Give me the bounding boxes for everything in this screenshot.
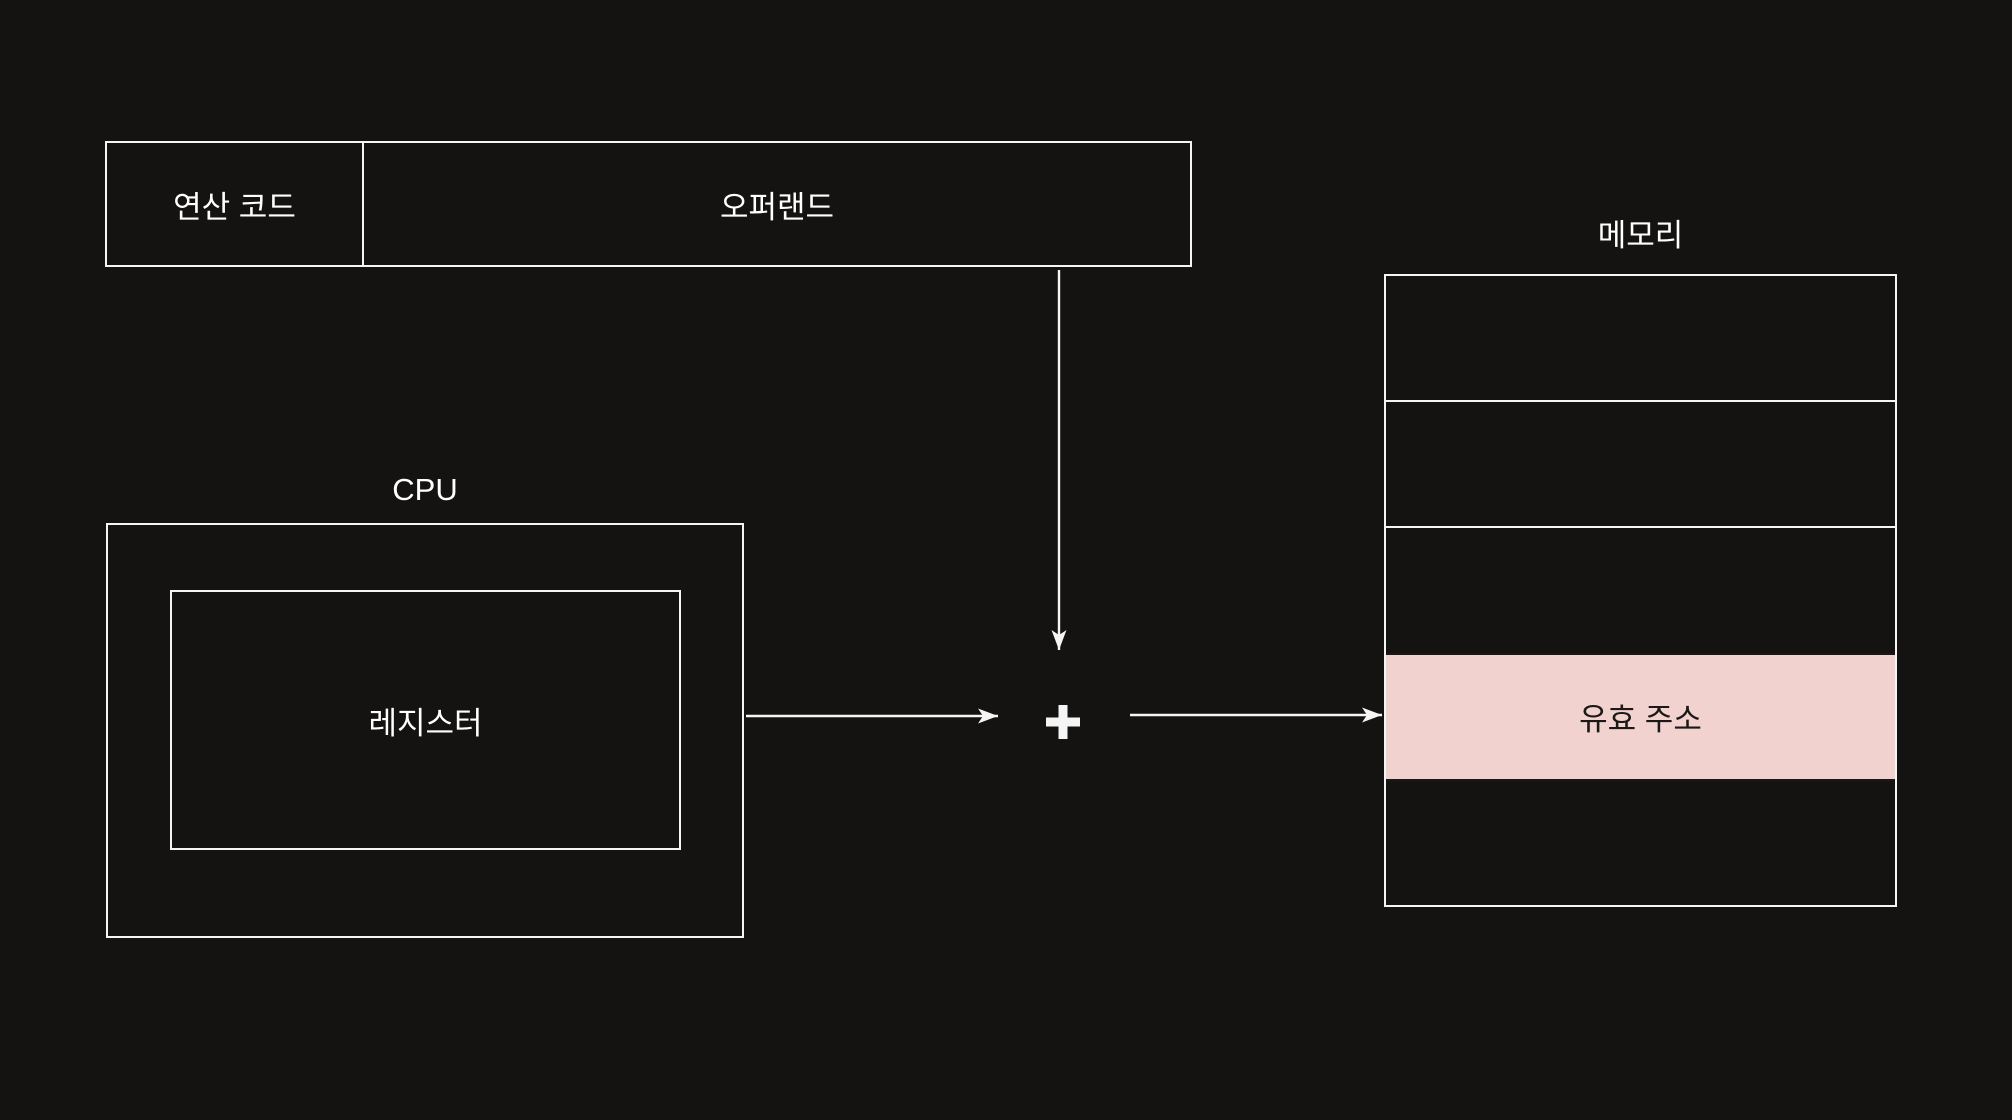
- opcode-label: 연산 코드: [173, 189, 296, 225]
- memory-title-text: 메모리: [1597, 218, 1684, 254]
- register-box: 레지스터: [170, 590, 681, 850]
- cpu-box: 레지스터: [106, 523, 744, 938]
- memory-row: [1386, 400, 1895, 526]
- memory-row: [1386, 778, 1895, 905]
- instruction-box: 연산 코드 오퍼랜드: [105, 141, 1192, 267]
- memory-box: 유효 주소: [1384, 274, 1897, 907]
- plus-operator-icon: [1046, 705, 1080, 739]
- memory-row: [1386, 276, 1895, 400]
- operand-cell: 오퍼랜드: [364, 143, 1190, 265]
- memory-row: [1386, 526, 1895, 652]
- opcode-cell: 연산 코드: [107, 143, 364, 265]
- operand-label: 오퍼랜드: [719, 189, 835, 225]
- effective-address-label: 유효 주소: [1579, 702, 1702, 738]
- memory-row-effective-address: 유효 주소: [1386, 652, 1895, 779]
- cpu-title-text: CPU: [392, 472, 458, 508]
- cpu-title: CPU: [106, 468, 744, 512]
- memory-title: 메모리: [1384, 214, 1897, 258]
- register-label: 레지스터: [368, 705, 483, 741]
